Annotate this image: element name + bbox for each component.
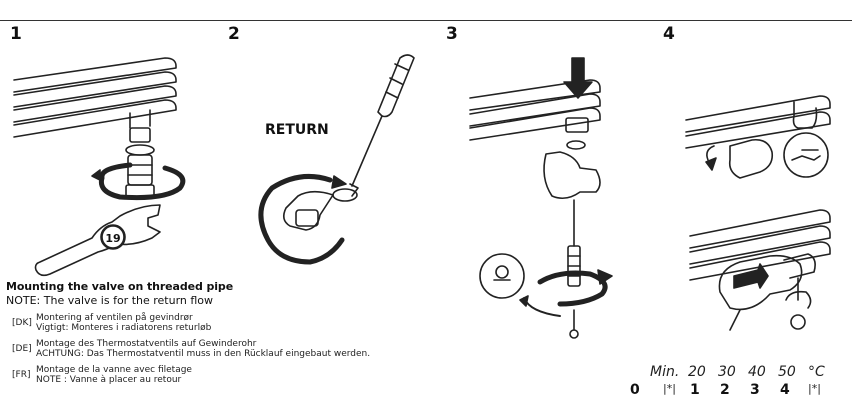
temp-min: Min. bbox=[650, 364, 680, 380]
radiator-bars-icon bbox=[685, 95, 831, 149]
radiator-bars-icon bbox=[689, 209, 831, 281]
position-2: 2 bbox=[720, 382, 730, 398]
section-note: NOTE: The valve is for the return flow bbox=[6, 294, 214, 307]
rotation-arrow-icon bbox=[91, 162, 186, 201]
press-down-arrow-icon bbox=[563, 57, 593, 99]
step-number-2: 2 bbox=[228, 24, 240, 44]
temperature-scale: Min. 20 30 40 50 °C 0 |*| 1 2 3 4 |*| bbox=[628, 364, 848, 402]
language-line1: Montering af ventilen på gevindrør bbox=[36, 313, 193, 323]
position-3: 3 bbox=[750, 382, 760, 398]
language-code: [FR] bbox=[12, 370, 31, 380]
temp-30: 30 bbox=[718, 364, 736, 380]
frost-symbol: |*| bbox=[663, 382, 676, 395]
language-line1: Montage de la vanne avec filetage bbox=[36, 365, 192, 375]
temp-unit: °C bbox=[808, 364, 825, 380]
wrench-icon bbox=[34, 204, 161, 277]
return-label: RETURN bbox=[265, 122, 329, 138]
valve-icon bbox=[125, 127, 155, 198]
instructions-text: Mounting the valve on threaded pipe NOTE… bbox=[6, 280, 486, 387]
temp-50: 50 bbox=[778, 364, 796, 380]
language-block-fr: [FR] Montage de la vanne avec filetage N… bbox=[6, 365, 486, 387]
language-code: [DK] bbox=[12, 318, 32, 328]
step-number-4: 4 bbox=[663, 24, 675, 44]
position-0: 0 bbox=[630, 382, 640, 398]
position-4: 4 bbox=[780, 382, 790, 398]
step-number-1: 1 bbox=[10, 24, 22, 44]
max-symbol: |*| bbox=[808, 382, 821, 395]
temp-40: 40 bbox=[748, 364, 766, 380]
language-line2: NOTE : Vanne à placer au retour bbox=[36, 375, 182, 385]
wrench-size-label: 19 bbox=[105, 232, 121, 245]
section-title: Mounting the valve on threaded pipe bbox=[6, 280, 234, 293]
step-number-3: 3 bbox=[446, 24, 458, 44]
position-1: 1 bbox=[690, 382, 700, 398]
top-rule bbox=[0, 20, 852, 21]
radiator-bars-icon bbox=[13, 57, 177, 138]
language-block-dk: [DK] Montering af ventilen på gevindrør … bbox=[6, 313, 486, 335]
language-line2: Vigtigt: Monteres i radiatorens returløb bbox=[36, 323, 212, 333]
screwdriver-icon bbox=[349, 54, 415, 197]
language-code: [DE] bbox=[12, 344, 32, 354]
language-block-de: [DE] Montage des Thermostatventils auf G… bbox=[6, 339, 486, 361]
radiator-bars-icon bbox=[469, 79, 601, 141]
language-line1: Montage des Thermostatventils auf Gewind… bbox=[36, 339, 257, 349]
temp-20: 20 bbox=[688, 364, 706, 380]
language-line2: ACHTUNG: Das Thermostatventil muss in de… bbox=[36, 349, 371, 359]
